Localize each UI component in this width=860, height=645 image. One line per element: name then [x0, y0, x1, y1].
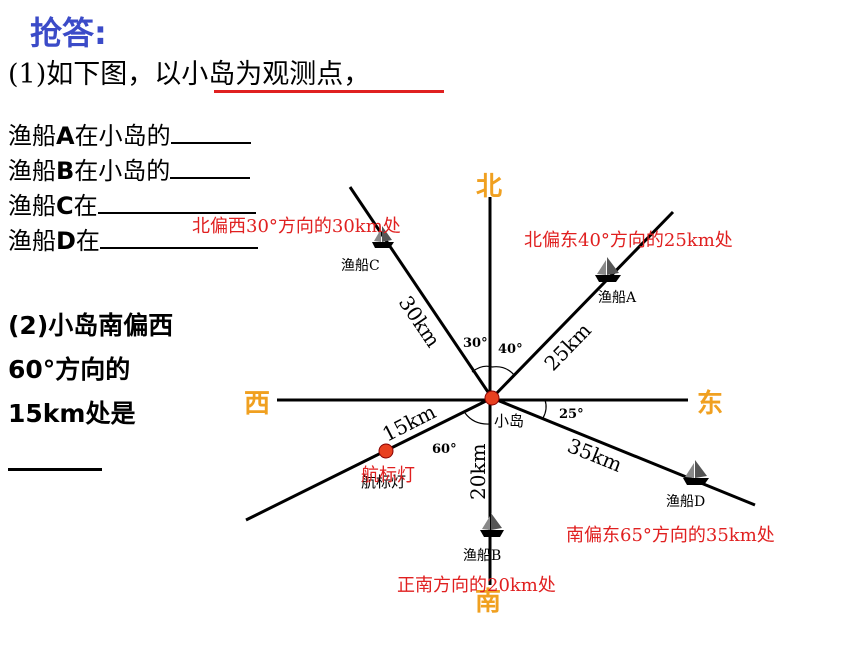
angle-label-ne: 40° — [498, 342, 523, 357]
fill-line-b: 渔船B在小岛的 — [8, 151, 251, 186]
angle-arc-sw — [464, 412, 491, 425]
fill-line-d: 渔船D在 — [8, 221, 258, 256]
answer-blank[interactable] — [170, 155, 251, 179]
ray-boat-c — [348, 186, 494, 399]
answer-blank-2[interactable] — [8, 468, 102, 471]
boat-b-icon — [480, 513, 504, 537]
page-title: 抢答: — [30, 14, 107, 52]
fill-line-c: 渔船C在 — [8, 186, 256, 221]
distance-label-c: 30km — [394, 291, 446, 351]
ray-boat-d — [491, 396, 756, 507]
fill-line-a: 渔船A在小岛的 — [8, 116, 251, 151]
answer-blank[interactable] — [97, 190, 256, 214]
ray-lighthouse — [245, 396, 493, 522]
boat-d-label: 渔船D — [666, 494, 705, 510]
south-label: 南 — [475, 587, 501, 617]
lighthouse-label: 航标灯 — [361, 473, 406, 491]
question-2-line-1: (2)小岛南偏西 — [8, 311, 174, 340]
boat-b-label: 渔船B — [463, 548, 501, 564]
answer-a: 北偏东40°方向的25km处 — [524, 230, 733, 251]
angle-label-east: 25° — [559, 407, 584, 422]
answer-c: 北偏西30°方向的30km处 — [192, 216, 401, 237]
angle-arc-nw — [471, 365, 493, 373]
angle-label-nw: 30° — [463, 336, 488, 351]
question-2-line-2: 60°方向的 — [8, 355, 131, 384]
boat-c-label: 渔船C — [341, 258, 380, 274]
question-2-line-3: 15km处是 — [8, 399, 136, 428]
question-1: (1)如下图，以小岛为观测点， — [8, 59, 371, 90]
west-label: 西 — [244, 389, 270, 419]
lighthouse-marker — [378, 443, 394, 459]
boat-a-icon — [595, 257, 621, 282]
answer-lighthouse: 航标灯 — [361, 465, 415, 486]
answer-b: 正南方向的20km处 — [397, 575, 556, 596]
distance-label-b: 20km — [466, 443, 490, 500]
island-marker — [484, 390, 500, 406]
answer-blank[interactable] — [99, 225, 258, 249]
boat-a-label: 渔船A — [598, 290, 637, 306]
north-label: 北 — [476, 172, 502, 202]
boat-c-icon — [372, 226, 394, 248]
island-label: 小岛 — [494, 412, 524, 430]
answer-blank[interactable] — [170, 120, 251, 144]
boat-d-icon — [683, 460, 709, 485]
distance-label-a: 25km — [539, 318, 596, 375]
angle-label-sw: 60° — [432, 442, 457, 457]
ray-boat-a — [490, 210, 675, 400]
east-label: 东 — [697, 388, 723, 419]
red-underline — [214, 90, 444, 93]
answer-d: 南偏东65°方向的35km处 — [566, 525, 775, 546]
angle-arc-ne — [491, 366, 516, 377]
angle-arc-east — [542, 399, 547, 419]
